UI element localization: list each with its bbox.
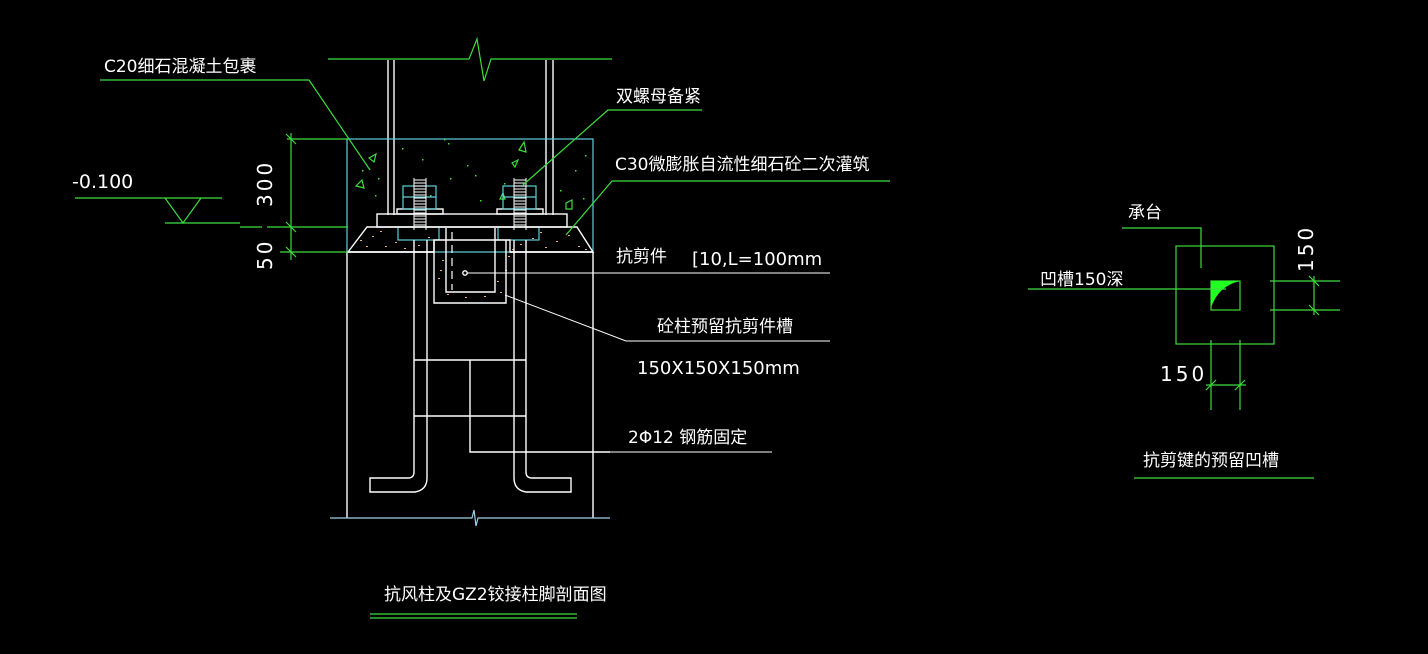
elevation-marker [75,197,240,225]
anchor-bolts [369,240,610,493]
c30-grout [346,226,595,253]
label-shear-key-spec: [10,L=100mm [692,249,822,270]
label-c20-wrap: C20细石混凝土包裹 [104,57,257,77]
label-groove: 凹槽150深 [1040,270,1123,290]
steel-column [387,60,554,215]
top-break-line [328,36,612,82]
column-foot-section: 300 50 -0.100 C20细石混凝土包裹 双螺母备紧 C30微膨胀自流性… [72,36,890,619]
dimension-50: 50 [253,239,277,270]
section-title: 抗风柱及GZ2铰接柱脚剖面图 [384,585,607,605]
groove-detail [1028,227,1340,479]
label-pile-cap: 承台 [1128,203,1162,223]
label-c30-grout: C30微膨胀自流性细石砼二次灌筑 [615,155,870,175]
dimension-300: 300 [253,160,277,207]
label-shear-key: 抗剪件 [616,247,667,267]
c20-encasement [346,138,594,253]
leader-lines [100,79,890,619]
dimension-horizontal-150: 150 [1160,362,1207,386]
shear-key-slot [433,228,507,304]
bottom-break-line [330,509,610,527]
grout-speckle [360,231,587,298]
groove-fill [1211,281,1240,308]
detail-title: 抗剪键的预留凹槽 [1143,451,1279,471]
label-shear-slot: 砼柱预留抗剪件槽 [657,317,793,337]
dimension-lines [240,133,348,260]
label-shear-slot-size: 150X150X150mm [637,358,800,379]
anchor-bolt-threads [413,178,527,230]
base-plate [376,213,568,228]
pile-cap-outline [1175,245,1275,345]
dimension-vertical-150: 150 [1294,225,1318,272]
concrete-column [346,251,594,518]
label-rebar: 2Φ12 钢筋固定 [628,428,747,448]
concrete-hatch [354,139,587,210]
label-double-nut: 双螺母备紧 [616,87,701,107]
elevation-label: -0.100 [72,171,133,193]
